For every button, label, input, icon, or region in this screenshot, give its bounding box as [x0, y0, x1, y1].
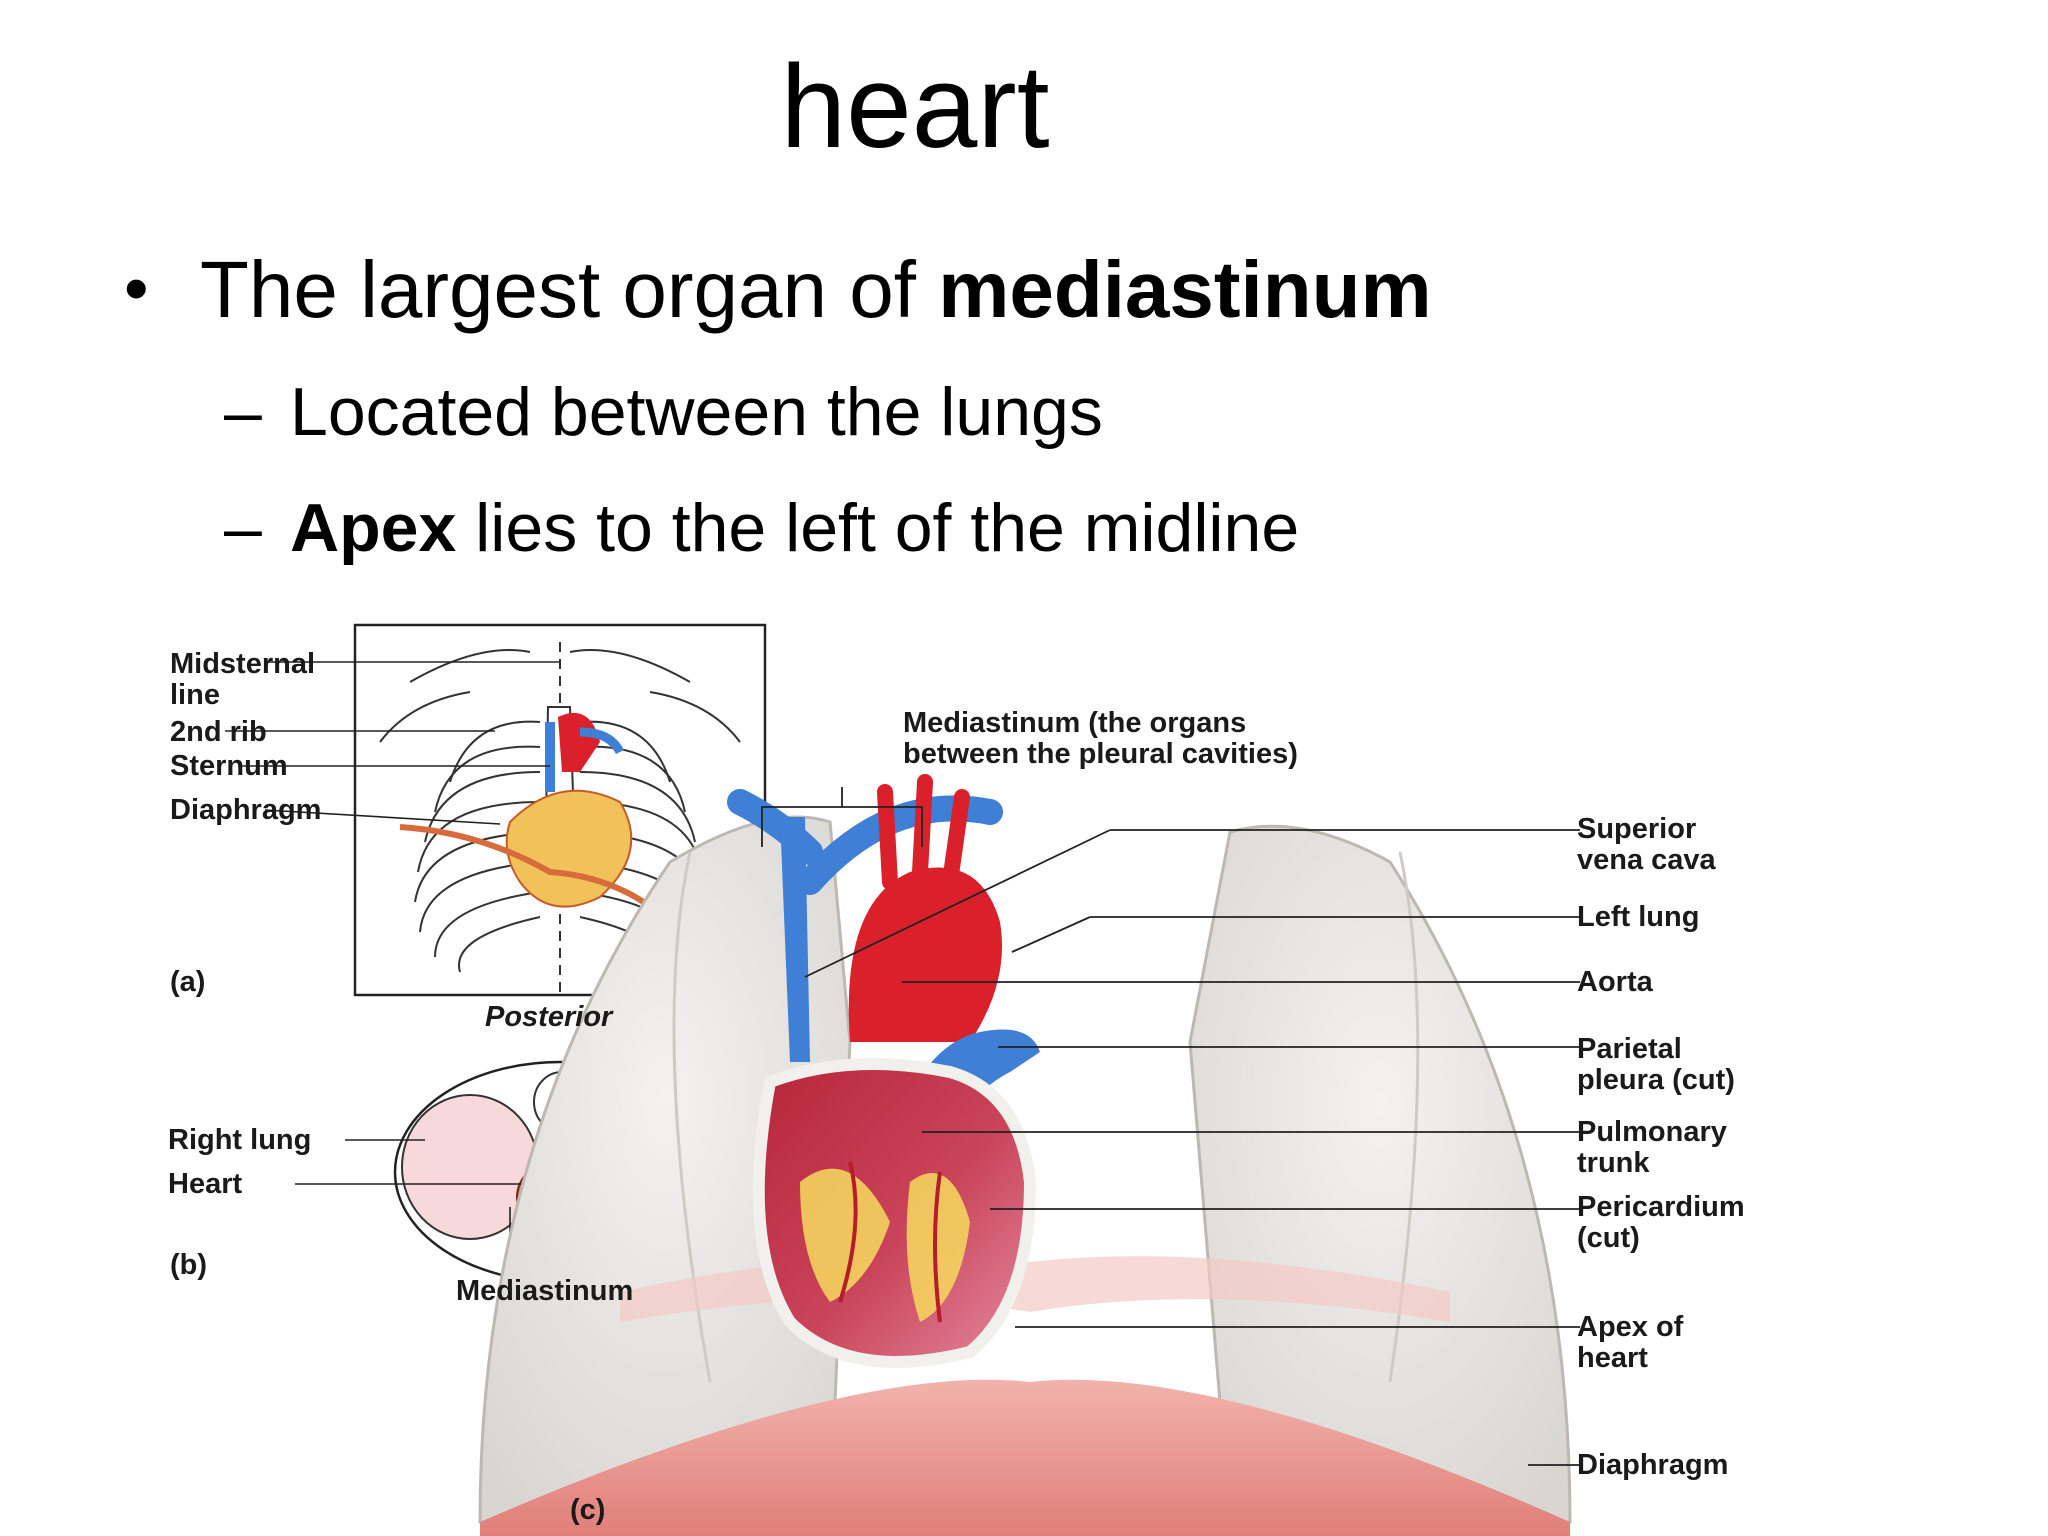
label-pulmonary-trunk: Pulmonary trunk	[1577, 1116, 1727, 1179]
sub-item-text: lies to the left of the midline	[456, 490, 1300, 566]
sub-item-dash: –	[224, 374, 262, 450]
sub-item-2: –Apex lies to the left of the midline	[224, 486, 1299, 570]
label-sternum: Sternum	[170, 750, 288, 782]
aortic-arch-drawing	[848, 867, 1002, 1042]
heart-fat-left	[800, 1168, 890, 1302]
bullet-text-bold: mediastinum	[938, 245, 1432, 334]
left-lung-drawing	[1188, 824, 1572, 1524]
panel-a-tag: (a)	[170, 966, 206, 998]
heart-drawing	[752, 1058, 1037, 1368]
panel-c	[478, 774, 1580, 1536]
panel-c-leaders	[761, 787, 1580, 1466]
label-parietal-pleura: Parietal pleura (cut)	[1577, 1033, 1735, 1096]
heart-small-a	[505, 789, 633, 908]
panel-c-tag: (c)	[570, 1494, 606, 1526]
aorta-small-a	[558, 712, 600, 772]
label-mediastinum-b: Mediastinum	[456, 1275, 634, 1307]
label-2nd-rib: 2nd rib	[170, 716, 267, 748]
label-posterior: Posterior	[485, 1001, 613, 1033]
bullet-text: The largest organ of mediastinum	[200, 240, 1432, 340]
svc-small-a	[545, 722, 555, 792]
label-superior-vena-cava: Superior vena cava	[1577, 813, 1716, 876]
sub-item-text: Located between the lungs	[290, 374, 1103, 450]
sub-item-1: –Located between the lungs	[224, 370, 1103, 454]
label-left-lung: Left lung	[1577, 901, 1700, 933]
bullet-glyph: •	[124, 249, 149, 327]
brachiocephalic-drawing	[727, 789, 823, 865]
panel-b-tag: (b)	[170, 1249, 208, 1281]
slide-title: heart	[780, 41, 1050, 173]
label-apex-of-heart: Apex of heart	[1577, 1311, 1684, 1374]
label-aorta: Aorta	[1577, 966, 1653, 998]
sub-item-dash: –	[224, 490, 262, 566]
clavicle-outline	[409, 649, 691, 683]
heart-fat-right	[906, 1173, 970, 1322]
label-mediastinum-c: Mediastinum (the organs between the pleu…	[903, 707, 1298, 770]
bullet-text-plain: The largest organ of	[200, 245, 939, 334]
shoulder-outline	[379, 691, 741, 743]
label-heart-b: Heart	[168, 1168, 243, 1200]
label-diaphragm-a: Diaphragm	[170, 794, 322, 826]
label-right-lung: Right lung	[168, 1124, 312, 1156]
heart-anatomy-drawing	[225, 623, 1580, 1536]
label-pericardium: Pericardium (cut)	[1577, 1191, 1745, 1254]
label-midsternal-line: Midsternal line	[170, 648, 316, 711]
heart-anatomy-figure: Midsternal line 2nd rib Sternum Diaphrag…	[150, 622, 1800, 1536]
panel-a-leaders	[225, 661, 560, 825]
coronary-vessels	[838, 1161, 942, 1323]
sub-item-bold: Apex	[290, 490, 457, 566]
pulm-small-a	[579, 727, 625, 755]
diaphragm-drawing	[480, 1379, 1570, 1536]
label-diaphragm-c: Diaphragm	[1577, 1449, 1729, 1481]
